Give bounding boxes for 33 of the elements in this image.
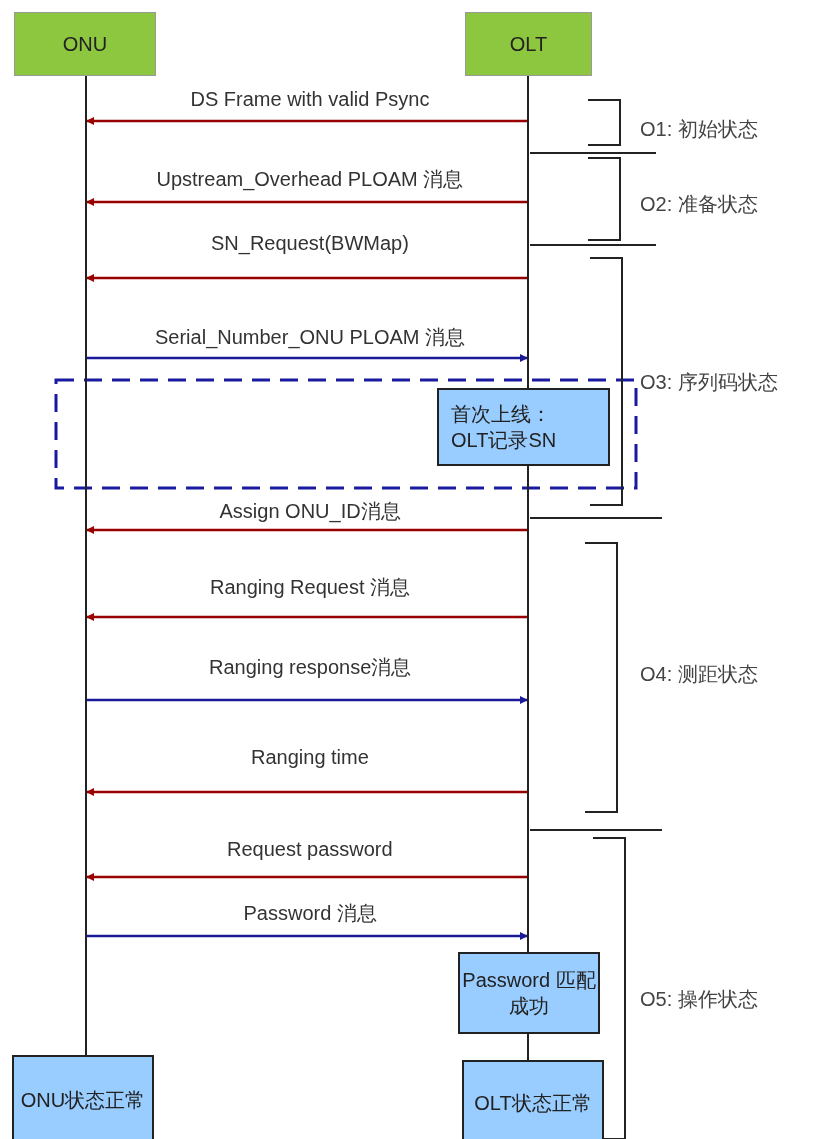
message-label: SN_Request(BWMap) xyxy=(209,232,411,255)
node-text: OLT状态正常 xyxy=(474,1090,592,1116)
message-label: Ranging response消息 xyxy=(207,654,414,681)
message-label: Ranging time xyxy=(249,746,371,769)
node-text: Password 匹配成功 xyxy=(461,968,597,1019)
node-text: ONU xyxy=(62,32,108,57)
arrow xyxy=(86,696,528,704)
node-text: 首次上线： xyxy=(451,402,551,427)
process-box xyxy=(12,1055,154,1139)
arrow xyxy=(86,198,528,206)
arrow xyxy=(86,354,528,362)
arrow xyxy=(86,788,528,796)
arrow xyxy=(86,526,528,534)
state-label: O5: 操作状态 xyxy=(640,987,758,1012)
state-label: O4: 测距状态 xyxy=(640,662,758,687)
arrow xyxy=(86,613,528,621)
state-label: O1: 初始状态 xyxy=(640,117,758,142)
message-label: Ranging Request 消息 xyxy=(208,574,413,601)
node-text: ONU状态正常 xyxy=(20,1088,146,1113)
state-label: O2: 准备状态 xyxy=(640,192,758,217)
arrow xyxy=(86,274,528,282)
node-text: OLT xyxy=(509,32,548,57)
message-label: Serial_Number_ONU PLOAM 消息 xyxy=(153,324,468,351)
node-text: OLT记录SN xyxy=(451,428,557,453)
arrow xyxy=(86,932,528,940)
state-label: O3: 序列码状态 xyxy=(640,370,778,395)
arrow xyxy=(86,117,528,125)
process-box xyxy=(458,952,600,1034)
message-label: Assign ONU_ID消息 xyxy=(217,498,403,525)
message-label: Request password xyxy=(225,838,395,861)
process-box xyxy=(437,388,610,466)
arrow xyxy=(86,873,528,881)
process-box xyxy=(462,1060,604,1139)
